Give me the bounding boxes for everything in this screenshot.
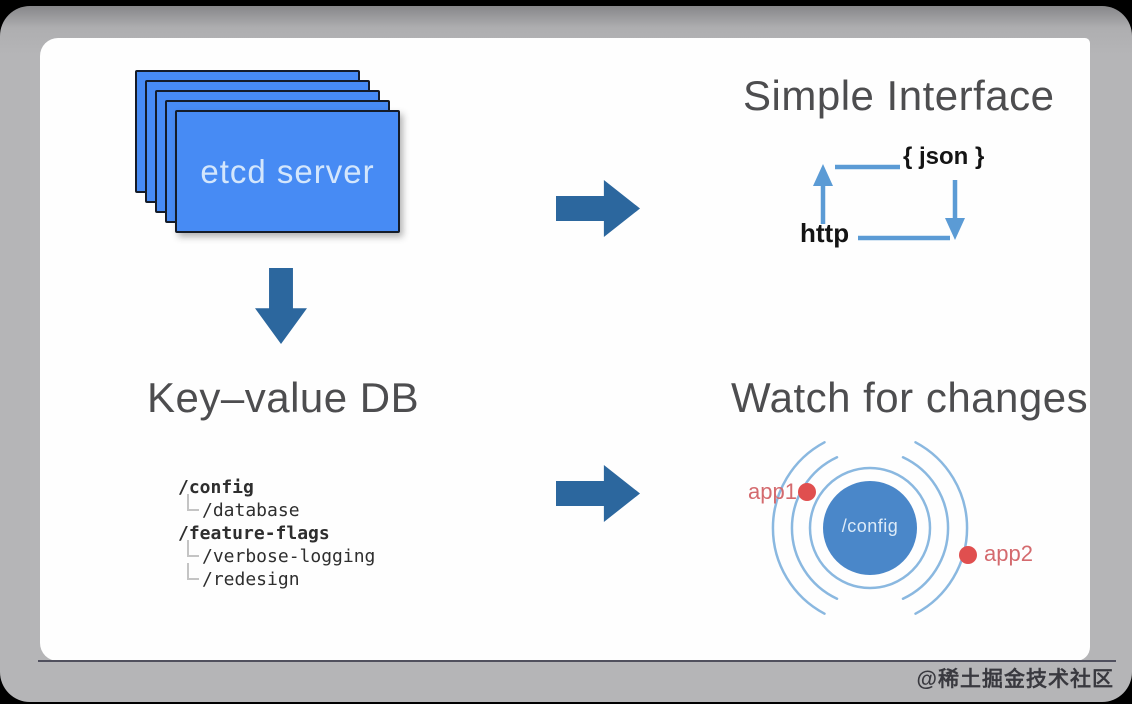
ripple-ring-mid-left	[790, 456, 839, 600]
tree-item-database: /database	[186, 494, 375, 522]
http-json-cycle-diagram	[813, 164, 965, 241]
simple-interface-title: Simple Interface	[743, 72, 1055, 119]
app1-label: app1	[748, 479, 797, 504]
tree-item-verbose-logging: /verbose-logging	[186, 540, 376, 567]
etcd-server-box: etcd server	[175, 110, 400, 233]
tree-item-feature-flags: /feature-flags	[178, 523, 330, 544]
site-watermark: @稀土掘金技术社区	[916, 668, 1114, 691]
key-value-db-title: Key–value DB	[147, 374, 420, 421]
watch-ripple-diagram	[771, 441, 977, 615]
tree-item-config: /config	[178, 477, 254, 498]
app1-dot-icon	[798, 483, 816, 501]
ripple-ring-inner	[808, 466, 932, 590]
http-label: http	[800, 218, 850, 248]
etcd-server-label: etcd server	[200, 152, 375, 190]
app2-label: app2	[984, 541, 1033, 566]
app2-dot-icon	[959, 546, 977, 564]
watch-for-changes-title: Watch for changes	[731, 374, 1089, 421]
ripple-ring-outer-left	[771, 441, 826, 615]
ripple-ring-outer-right	[914, 441, 969, 615]
slide-bottom-divider	[38, 660, 1116, 662]
json-label: { json }	[903, 143, 985, 170]
json-down-arrowhead-icon	[945, 218, 965, 240]
http-up-arrowhead-icon	[813, 164, 833, 186]
config-circle-label: /config	[841, 516, 899, 536]
tree-item-redesign: /redesign	[186, 563, 375, 591]
key-tree: /config /database /feature-flags /verbos…	[178, 476, 375, 591]
etcd-server-stack: etcd server	[135, 70, 403, 236]
config-circle	[823, 481, 917, 575]
ripple-ring-mid-right	[901, 456, 950, 600]
